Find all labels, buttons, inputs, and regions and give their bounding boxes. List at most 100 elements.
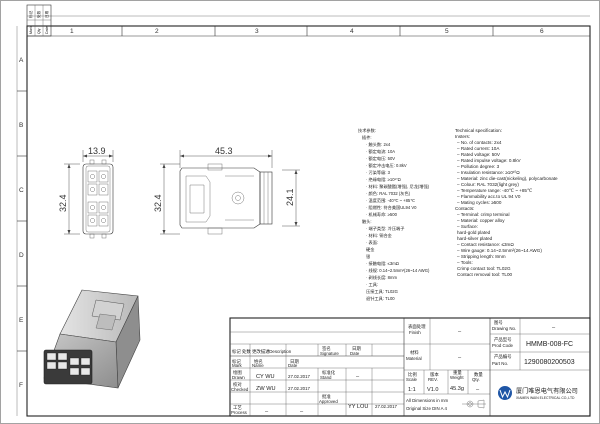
tb-checked-cn: 校对: [233, 381, 242, 388]
specs-cn-line: · 材料: 铜合金: [366, 232, 393, 239]
front-view: 13.9 32.4: [58, 146, 114, 239]
tb-qty2-value: –: [476, 387, 480, 393]
top-grid-ticks: [121, 26, 494, 36]
specs-en-line: Crimp contact tool: TL02G: [457, 266, 511, 271]
dim-front-height: 32.4: [58, 194, 68, 212]
specs-en-line: – Rated current: 10A: [457, 146, 500, 151]
specs-cn-line: · 额定电压: 50V: [366, 155, 395, 162]
specs-en-line: – Material: copper alloy: [457, 218, 505, 223]
tb-approved-date: 27.02.2017: [375, 404, 398, 409]
tb-weight-value: 45.3g: [450, 386, 464, 392]
specs-cn-line: · 工具:: [366, 282, 378, 288]
tb-qty2-en: Qty.: [472, 377, 480, 382]
tb-date-cn: 日期: [352, 346, 361, 352]
company-name-en: XIAMEN WAIN ELECTRICAL CO.,LTD: [516, 396, 575, 400]
specs-cn-line: · 温度范围: -40℃ ~ +85℃: [366, 197, 415, 204]
left-grid-letters: A B C D E F: [19, 57, 24, 389]
specs-cn-line: · 污染等级: 3: [366, 169, 391, 176]
specs-en-line: – No. of contacts: 2x4: [457, 140, 502, 145]
tb-desc-en: /Description: [268, 349, 292, 354]
tb-scale-en: Scale: [406, 377, 418, 382]
tb-process-date: –: [300, 409, 304, 415]
tb-part-no-value: 1290080200503: [524, 359, 575, 366]
specs-cn-line: · 绝缘电阻: ≥10¹⁰Ω: [366, 176, 401, 183]
tb-prod-code-en: Prod Code: [492, 343, 514, 348]
tb-mark-row-cn: 标记: [232, 358, 241, 365]
specs-en-line: – Pollution degree: 3: [457, 164, 500, 169]
tb-drawing-no-value: –: [552, 325, 556, 331]
dim-side-height-left: 32.4: [153, 194, 163, 212]
specs-cn-line: · 额定冲击电压: 0.8kV: [366, 162, 407, 169]
specs-cn-line: · 端子类型: 冷压端子: [366, 225, 404, 232]
tb-part-no-cn: 产品编号: [494, 353, 512, 360]
rev-qty-en: Qty: [37, 28, 41, 34]
tb-checked-en: Checked: [231, 387, 249, 392]
revision-block: 标记 处数 日期 Mark Qty Date: [26, 4, 52, 37]
grid-col-6: 6: [540, 28, 544, 35]
tb-rev-value: V1.0: [427, 387, 439, 393]
tb-drawn-cn: 绘图: [233, 369, 242, 376]
specs-en-line: – Insulation resistance: ≥10¹⁰Ω: [457, 170, 520, 175]
tb-drawing-no-en: Drawing No.: [492, 326, 516, 331]
specs-cn-line: · 接触电阻: ≤3mΩ: [366, 260, 399, 267]
specs-cn-line: · 线规: 0.14~2.5mm²(26~14 AWG): [366, 267, 430, 274]
tb-date-en: Date: [350, 351, 360, 356]
specs-en-line: – Rated impulse voltage: 0.8kV: [457, 158, 522, 163]
specs-cn-line: · 颜色: RAL 7032 (灰色): [366, 190, 411, 197]
specs-en-line: hard-gold plated: [457, 230, 491, 235]
specs-cn-line: · 阻燃性: 符合美国UL94 V0: [366, 204, 417, 211]
tb-process-name: –: [265, 409, 269, 415]
specs-en-line: – Material: zinc die-cast(nickeling), po…: [457, 176, 558, 181]
grid-col-3: 3: [255, 28, 259, 35]
iso-view: [43, 289, 141, 389]
tb-rev-en: REV.: [428, 377, 438, 382]
specs-en-line: – Temperature range: -40℃ ~ +85℃: [457, 188, 532, 193]
tb-standard-value: –: [356, 374, 360, 380]
specs-en-title: Technical specification:: [455, 128, 502, 133]
tb-prod-code-value: HMMB-008-FC: [526, 341, 573, 348]
tb-sig-en: Signature: [320, 351, 339, 356]
specs-cn-line: 压接工具: TL02G: [366, 288, 398, 295]
grid-row-c: C: [19, 187, 24, 194]
specs-cn-line: · 机械寿命: ≥500: [366, 211, 398, 218]
tb-process-en: Process: [231, 410, 248, 415]
specs-en-line: – Tools:: [457, 260, 473, 265]
specs-cn: 技术参数: 插件: · 触头数: 2x4 · 额定电流: 10A · 额定电压:…: [358, 127, 430, 302]
tb-name-head-cn: 姓名: [254, 358, 263, 365]
specs-en-line: Contact removal tool: TL00: [457, 272, 513, 277]
grid-row-a: A: [19, 57, 24, 64]
specs-en-line: – Flammability acc.to UL 94 V0: [457, 194, 521, 199]
tb-qty2-cn: 数量: [474, 371, 483, 378]
tb-finish-value: –: [458, 329, 462, 335]
tb-approved-en: Approved: [319, 399, 338, 404]
side-view: 45.3 32.4 24.1: [153, 146, 300, 235]
rev-date-en: Date: [45, 26, 49, 34]
company-name-cn: 厦门唯恩电气有限公司: [516, 387, 578, 395]
tb-scale-cn: 比例: [408, 371, 417, 378]
specs-cn-title: 技术参数:: [358, 127, 376, 134]
specs-cn-line: · 剥线长度: 8mm: [366, 274, 397, 281]
grid-col-4: 4: [350, 28, 354, 35]
specs-en-line: Contacts:: [455, 206, 474, 211]
grid-row-d: D: [19, 252, 24, 259]
tb-weight-cn: 重量: [453, 369, 462, 376]
grid-col-2: 2: [155, 28, 159, 35]
tb-prod-code-cn: 产品型号: [494, 336, 512, 343]
specs-en-line: hard-silver plated: [457, 236, 493, 241]
company-logo: 厦门唯恩电气有限公司 XIAMEN WAIN ELECTRICAL CO.,LT…: [498, 386, 578, 400]
specs-en-line: – Colour: RAL 7032(light grey): [457, 182, 519, 187]
specs-en-line: – Stripping length: 8mm: [457, 254, 506, 259]
specs-cn-line: 触头:: [362, 218, 372, 225]
tb-standard-cn: 标准化: [322, 369, 336, 376]
left-grid-ticks: [17, 90, 27, 352]
grid-row-e: E: [19, 317, 24, 324]
rev-qty-cn: 处数: [36, 10, 41, 18]
specs-en-line: – Mating cycles: ≥500: [457, 200, 502, 205]
specs-cn-line: · 表面:: [366, 239, 378, 246]
tb-drawn-date: 27.02.2017: [288, 374, 311, 379]
tb-orig-size-note: Original Size DIN A 4: [406, 406, 448, 411]
tb-finish-en: Finish: [409, 330, 421, 335]
contact-holes: [87, 170, 109, 227]
tb-all-dims-note: All Dimensions in mm: [406, 398, 449, 403]
